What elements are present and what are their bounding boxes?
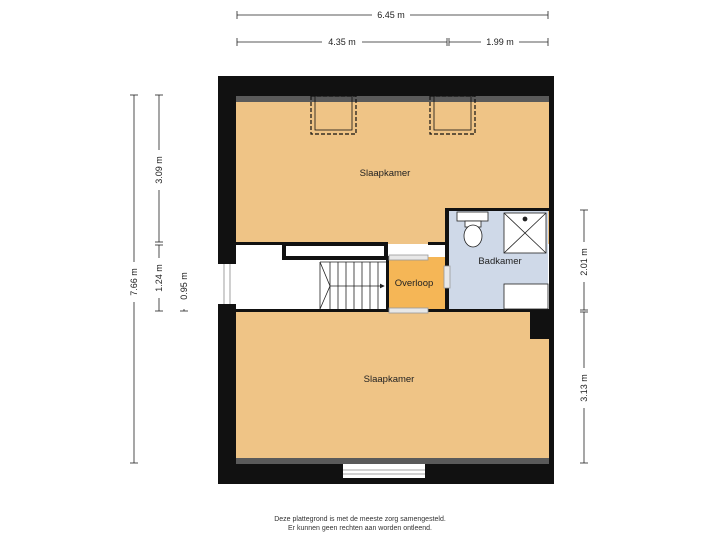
dimension-total-depth: 7.66 m [128, 94, 140, 464]
roof-edge-bottom [236, 458, 549, 464]
dimension-label: 4.35 m [328, 37, 356, 47]
door-openings [388, 254, 451, 314]
bedroom-top-right-extension [236, 96, 549, 208]
dimension-label: 6.45 m [377, 10, 405, 20]
skylight-right [429, 95, 476, 135]
footer-line-2: Er kunnen geen rechten aan worden ontlee… [288, 525, 432, 532]
sink-cabinet [503, 283, 549, 310]
left-window [222, 264, 232, 304]
outer-walls [218, 76, 554, 484]
roof-edge-top [236, 96, 549, 102]
dimension-label: 2.01 m [579, 248, 589, 276]
dimension-label: 1.24 m [154, 264, 164, 292]
footer-disclaimer: Deze plattegrond is met de meeste zorg s… [0, 515, 720, 533]
dimension-bottom-depth: 3.13 m [578, 311, 590, 464]
skylight-left [310, 95, 357, 135]
staircase [319, 261, 386, 310]
dimension-bath-depth: 2.01 m [578, 209, 590, 311]
room-label-bathroom: Badkamer [478, 256, 521, 267]
footer-line-1: Deze plattegrond is met de meeste zorg s… [274, 516, 446, 523]
room-label-bedroom-top: Slaapkamer [360, 168, 411, 179]
room-label-bedroom-bottom: Slaapkamer [364, 374, 415, 385]
dimension-label: 3.13 m [579, 374, 589, 402]
dimension-opening-depth: 0.95 m [178, 263, 190, 312]
bottom-window [340, 464, 428, 478]
dimension-label: 3.09 m [154, 156, 164, 184]
dimension-label: 1.99 m [486, 37, 514, 47]
bedroom-bottom-area [236, 312, 549, 464]
dimension-label: 7.66 m [129, 268, 139, 296]
dimension-right-width: 1.99 m [448, 36, 549, 48]
dimension-top-depth: 3.09 m [153, 94, 165, 243]
interior-walls [236, 208, 549, 339]
landing-area [389, 257, 446, 312]
shower [503, 212, 547, 254]
room-label-landing: Overloop [395, 278, 434, 289]
stairwell-area [236, 244, 388, 312]
dimension-mid-depth: 1.24 m [153, 244, 165, 312]
dimension-label: 0.95 m [179, 272, 189, 300]
toilet [456, 211, 489, 248]
dimension-total-width: 6.45 m [236, 9, 549, 21]
dimension-left-width: 4.35 m [236, 36, 448, 48]
